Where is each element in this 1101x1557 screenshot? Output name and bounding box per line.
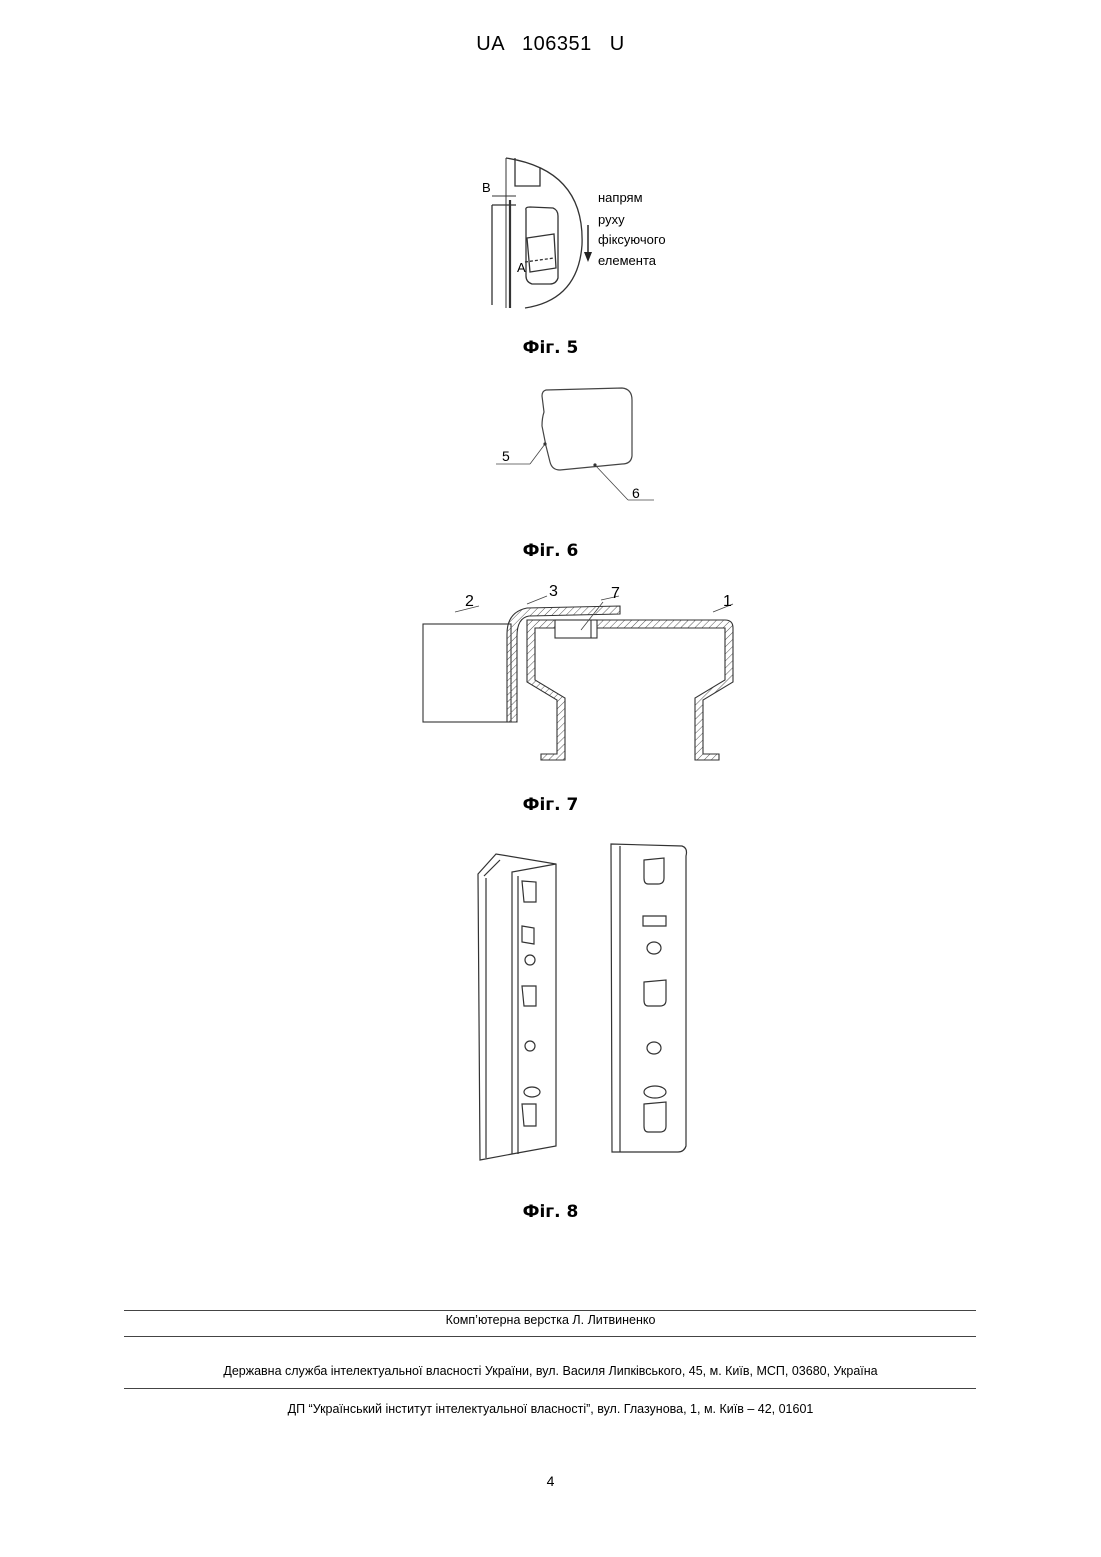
fig5-direction-line-4: елемента: [598, 253, 657, 268]
footer-agency-address: Державна служба інтелектуальної власност…: [0, 1364, 1101, 1378]
figure-7-caption: Фіг. 7: [0, 795, 1101, 815]
footer-rule-top: [124, 1310, 976, 1311]
figure-8-caption: Фіг. 8: [0, 1202, 1101, 1222]
figure-6-caption: Фіг. 6: [0, 541, 1101, 561]
fig5-label-b: В: [482, 180, 491, 195]
figure-5-drawing: В А напрям руху фіксуючого елемента: [470, 150, 690, 320]
footer-rule-bottom: [124, 1388, 976, 1389]
fig5-direction-line-3: фіксуючого: [598, 232, 666, 247]
fig7-label-3: 3: [549, 583, 558, 600]
fig6-label-6: 6: [632, 485, 640, 501]
fig7-label-2: 2: [465, 593, 474, 610]
fig5-label-a: А: [517, 260, 526, 275]
fig5-direction-line-2: руху: [598, 212, 625, 227]
fig7-label-1: 1: [723, 593, 732, 610]
fig6-label-5: 5: [502, 448, 510, 464]
footer-institute-address: ДП “Український інститут інтелектуальної…: [0, 1402, 1101, 1416]
page-number: 4: [0, 1473, 1101, 1489]
footer-layout-credit: Комп’ютерна верстка Л. Литвиненко: [0, 1313, 1101, 1327]
figure-6-drawing: 5 6: [490, 382, 670, 512]
figure-7-drawing: 2 3 7 1: [415, 582, 755, 772]
patent-number: UA 106351 U: [0, 33, 1101, 56]
fig5-direction-line-1: напрям: [598, 190, 643, 205]
figure-5-caption: Фіг. 5: [0, 338, 1101, 358]
figure-8-drawing: [468, 836, 698, 1166]
fig7-label-7: 7: [611, 585, 620, 602]
footer-rule-middle: [124, 1336, 976, 1337]
